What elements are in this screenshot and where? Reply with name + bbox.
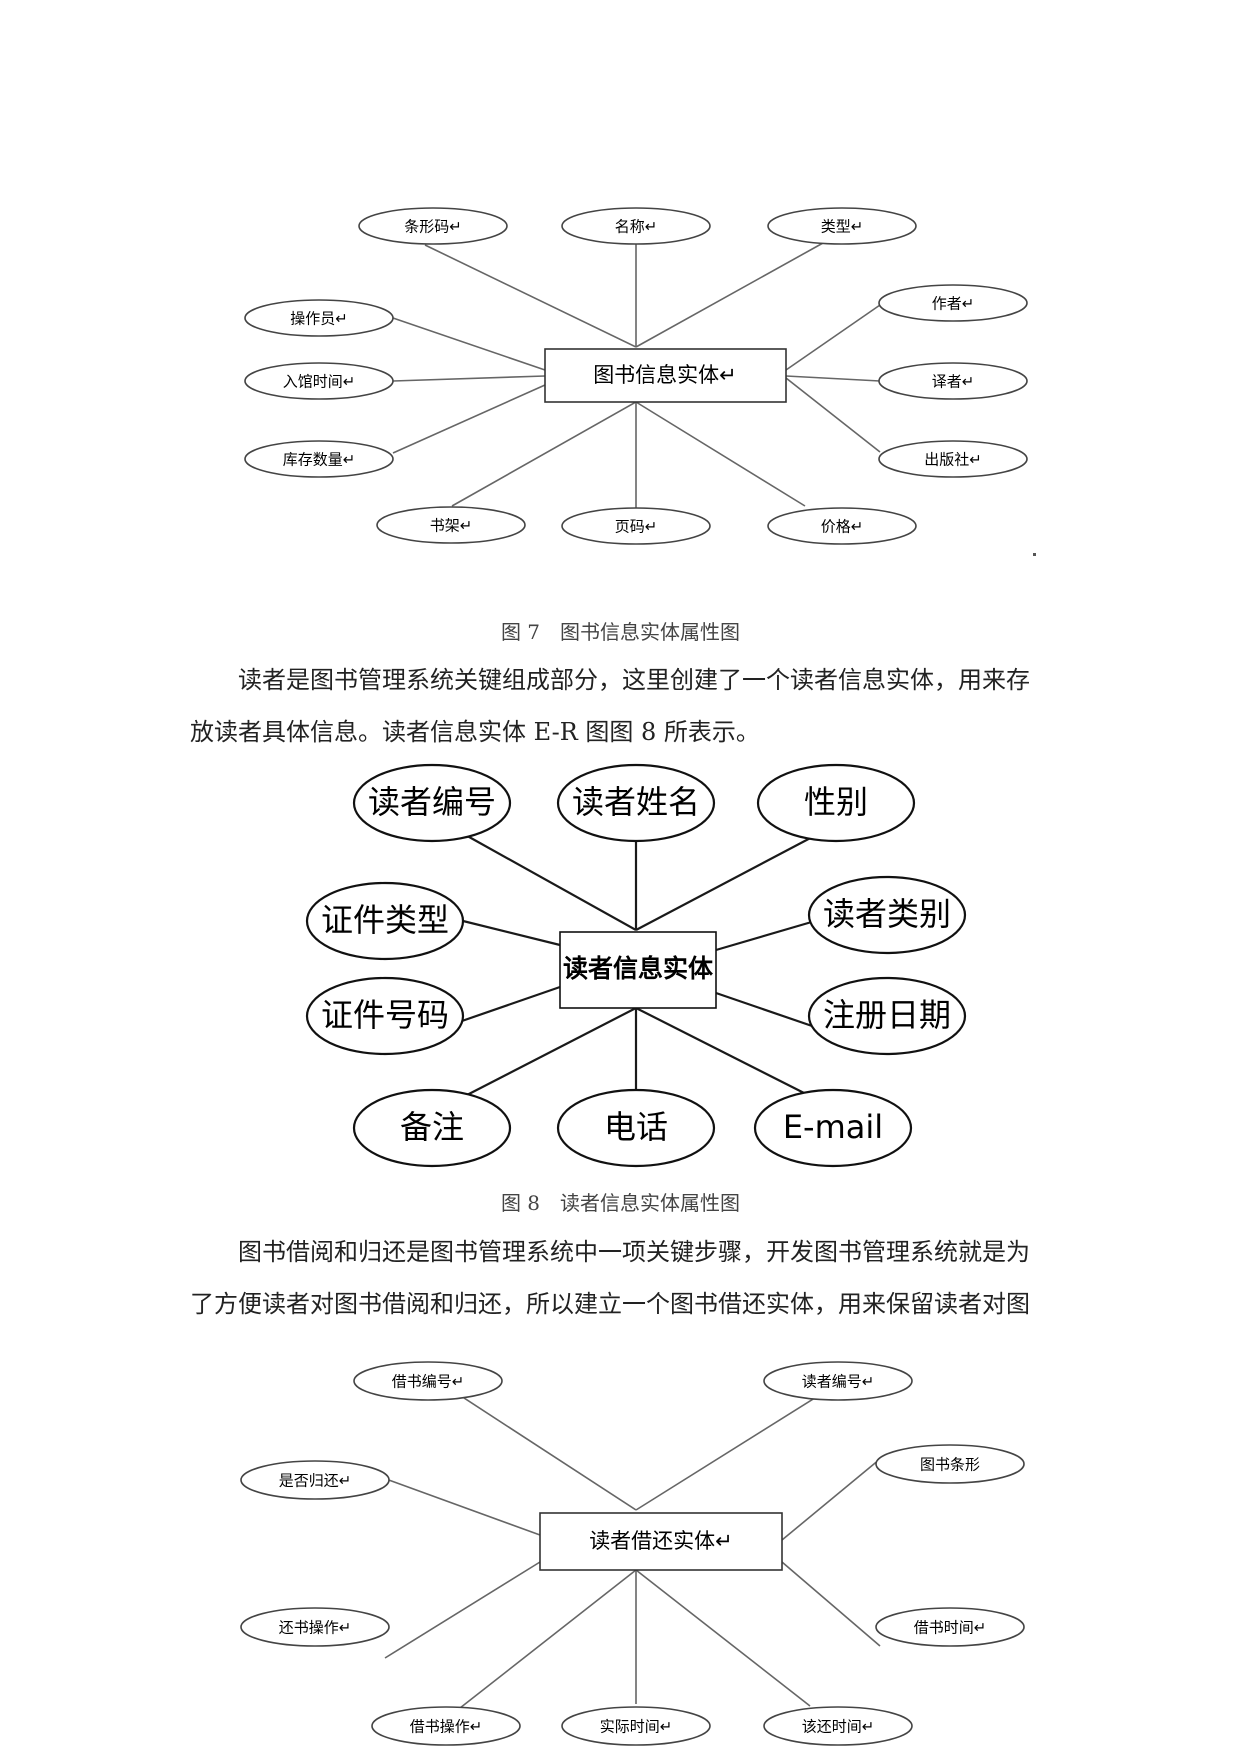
- borrow-return-entity-diagram: 读者借还实体↵ 借书编号↵ 读者编号↵ 是否归还↵ 图书条形 还书操作↵ 借书时…: [240, 1361, 1025, 1746]
- attr-reader-category: 读者类别: [823, 895, 951, 933]
- paragraph-2: 图书借阅和归还是图书管理系统中一项关键步骤，开发图书管理系统就是为了方便读者对图…: [190, 1226, 1050, 1330]
- attr-stock-quantity: 库存数量↵: [283, 451, 356, 469]
- book-entity-diagram: 图书信息实体↵ 条形码↵ 名称↵ 类型↵ 操作员↵ 入馆时间↵ 库存数量↵ 作者…: [244, 207, 1028, 545]
- attr-phone: 电话: [604, 1108, 668, 1146]
- attr-borrow-id: 借书编号↵: [392, 1373, 465, 1391]
- connector-lines: [392, 242, 881, 508]
- figure-7-caption: 图 7 图书信息实体属性图: [500, 620, 741, 644]
- attr-price: 价格↵: [821, 518, 864, 536]
- attr-author: 作者↵: [932, 295, 975, 313]
- attr-borrow-time: 借书时间↵: [914, 1619, 987, 1637]
- attr-email: E-mail: [783, 1108, 883, 1146]
- attr-gender: 性别: [804, 783, 868, 821]
- figure-8-caption: 图 8 读者信息实体属性图: [500, 1191, 741, 1215]
- attr-remarks: 备注: [400, 1108, 464, 1146]
- attr-due-time: 该还时间↵: [802, 1718, 875, 1736]
- connector-lines: [384, 1395, 881, 1709]
- attribute-ellipses: 借书编号↵ 读者编号↵ 是否归还↵ 图书条形 还书操作↵ 借书时间↵ 借书操作↵…: [240, 1361, 1025, 1746]
- attr-reader-name: 读者姓名: [572, 783, 700, 821]
- attr-actual-time: 实际时间↵: [600, 1718, 673, 1736]
- attr-book-barcode: 图书条形: [920, 1456, 980, 1474]
- entity-label: 图书信息实体↵: [593, 363, 737, 387]
- stray-mark: [1033, 553, 1036, 556]
- attr-returned-flag: 是否归还↵: [279, 1472, 352, 1490]
- connector-lines: [458, 832, 819, 1097]
- attr-page-count: 页码↵: [615, 518, 658, 536]
- entity-box: 读者借还实体↵: [539, 1512, 783, 1571]
- attr-type: 类型↵: [821, 218, 864, 236]
- entity-label: 读者借还实体↵: [589, 1529, 733, 1553]
- attribute-ellipses: 读者编号 读者姓名 性别 证件类型 证件号码 读者类别 注册日期 备注 电话 E…: [305, 763, 967, 1168]
- attr-shelf: 书架↵: [430, 517, 473, 535]
- attr-reader-id: 读者编号↵: [802, 1373, 875, 1391]
- attr-translator: 译者↵: [932, 373, 975, 391]
- reader-entity-diagram: 读者信息实体 读者编号 读者姓名 性别 证件类型 证件号码 读者类别 注册日期 …: [305, 763, 967, 1168]
- paragraph-1-text: 读者是图书管理系统关键组成部分，这里创建了一个读者信息实体，用来存放读者具体信息…: [190, 666, 1030, 746]
- attr-reader-id: 读者编号: [368, 783, 496, 821]
- attr-entry-time: 入馆时间↵: [283, 373, 356, 391]
- paragraph-2-text: 图书借阅和归还是图书管理系统中一项关键步骤，开发图书管理系统就是为了方便读者对图…: [190, 1238, 1030, 1318]
- entity-box: 图书信息实体↵: [544, 348, 787, 403]
- entity-label: 读者信息实体: [563, 954, 714, 983]
- attr-name: 名称↵: [615, 218, 658, 236]
- paragraph-1: 读者是图书管理系统关键组成部分，这里创建了一个读者信息实体，用来存放读者具体信息…: [190, 654, 1050, 758]
- entity-box: 读者信息实体: [559, 931, 717, 1009]
- attr-return-operation: 还书操作↵: [279, 1619, 352, 1637]
- attr-publisher: 出版社↵: [924, 451, 982, 469]
- attribute-ellipses: 条形码↵ 名称↵ 类型↵ 操作员↵ 入馆时间↵ 库存数量↵ 作者↵ 译者↵ 出版…: [244, 207, 1028, 545]
- attr-barcode: 条形码↵: [404, 218, 462, 236]
- attr-borrow-operation: 借书操作↵: [410, 1718, 483, 1736]
- attr-id-type: 证件类型: [321, 901, 449, 939]
- attr-id-number: 证件号码: [321, 996, 449, 1034]
- attr-registration-date: 注册日期: [823, 996, 951, 1034]
- attr-operator: 操作员↵: [290, 310, 348, 328]
